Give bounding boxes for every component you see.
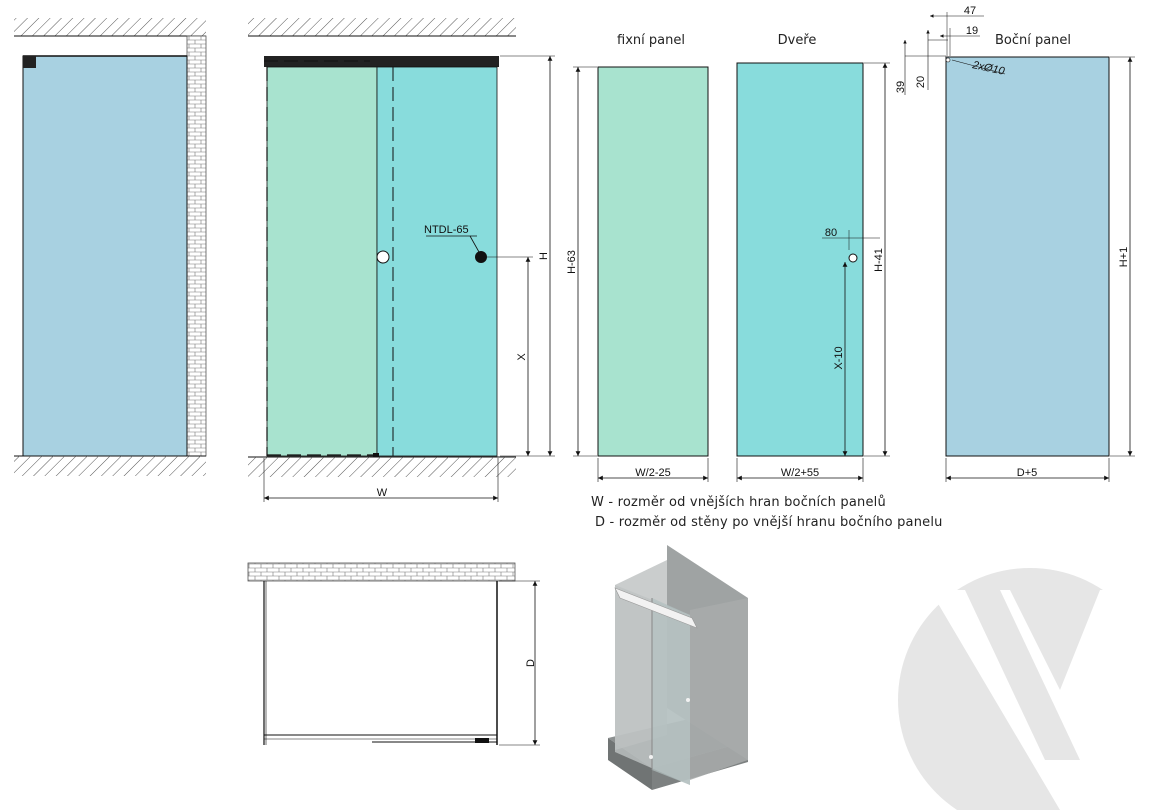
side-panel	[903, 12, 1135, 482]
front-view	[248, 18, 555, 502]
dim-x-label: X	[516, 353, 528, 361]
dim-20-label: 20	[915, 76, 927, 88]
side-panel-title: Boční panel	[995, 33, 1071, 48]
door-panel	[736, 62, 890, 482]
enclosure-3d-render	[608, 545, 748, 790]
fixed-panel	[573, 66, 709, 482]
dim-w-label: W	[377, 487, 388, 499]
door-panel-title: Dveře	[778, 33, 817, 48]
dim-x10-label: X-10	[833, 346, 845, 369]
watermark-logo	[898, 568, 1149, 810]
dim-d5-label: D+5	[1017, 467, 1038, 479]
d-note: D - rozměr od stěny po vnější hranu bočn…	[595, 515, 943, 530]
plan-view	[247, 562, 540, 746]
dim-80-label: 80	[825, 227, 837, 239]
dim-h63-label: H-63	[566, 250, 578, 274]
handle-label: NTDL-65	[424, 224, 469, 236]
dim-47-label: 47	[964, 5, 976, 17]
w-note: W - rozměr od vnějších hran bočních pane…	[591, 495, 886, 510]
side-view	[14, 18, 207, 476]
dim-d-label: D	[525, 659, 537, 667]
dim-w2m25-label: W/2-25	[635, 467, 670, 479]
dim-19-label: 19	[966, 25, 978, 37]
dim-h1-label: H+1	[1118, 247, 1130, 268]
dim-w2p55-label: W/2+55	[781, 467, 819, 479]
handle-knob	[475, 251, 487, 263]
dim-39-label: 39	[895, 81, 907, 93]
dim-h-label: H	[538, 252, 550, 260]
fixed-panel-title: fixní panel	[617, 33, 685, 48]
dim-h41-label: H-41	[873, 248, 885, 272]
